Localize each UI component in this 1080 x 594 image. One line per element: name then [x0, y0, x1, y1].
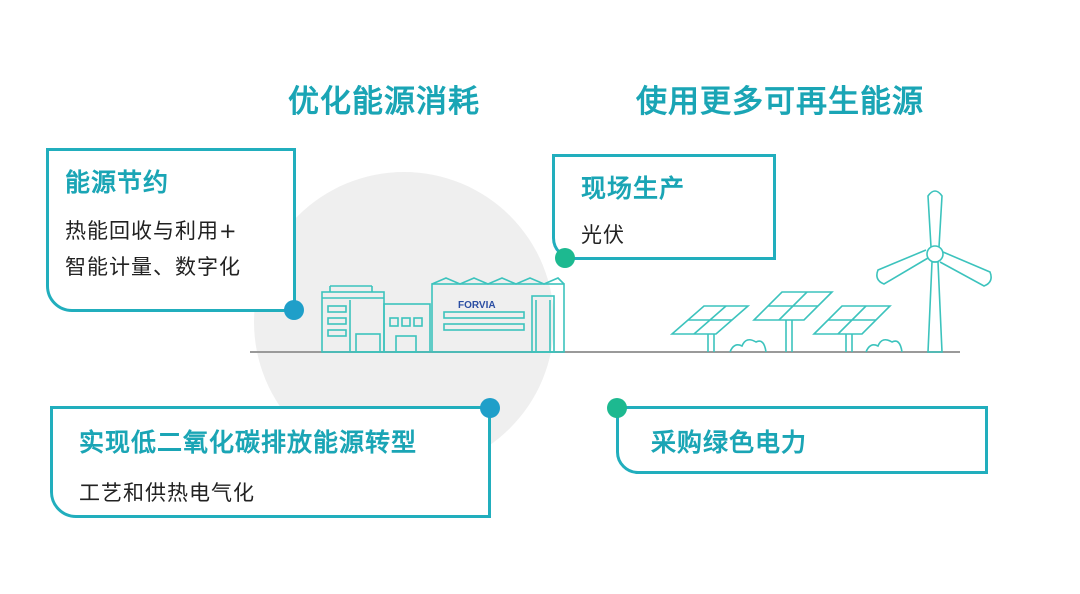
card-title: 实现低二氧化碳排放能源转型 — [79, 428, 418, 457]
bush-icon — [729, 338, 903, 353]
solar-panel-icon — [752, 291, 834, 352]
factory-sign: FORVIA — [458, 300, 496, 311]
card-line: 工艺和供热电气化 — [79, 481, 255, 505]
heading-renewable-energy: 使用更多可再生能源 — [636, 84, 924, 120]
connector-dot — [555, 248, 575, 268]
card-line: 热能回收与利用+ — [65, 219, 238, 243]
connector-dot — [607, 398, 627, 418]
card-onsite-production: 现场生产 光伏 — [552, 154, 776, 260]
card-title: 采购绿色电力 — [651, 428, 808, 457]
card-line: 智能计量、数字化 — [65, 255, 241, 279]
solar-panel-icon — [669, 305, 751, 352]
card-low-carbon-transition: 实现低二氧化碳排放能源转型 工艺和供热电气化 — [50, 406, 491, 518]
wind-turbine-icon — [876, 190, 992, 353]
card-green-power: 采购绿色电力 — [616, 406, 988, 474]
card-line: 光伏 — [581, 223, 625, 247]
factory-icon — [321, 277, 565, 353]
heading-optimize-energy: 优化能源消耗 — [288, 84, 480, 120]
connector-dot — [480, 398, 500, 418]
solar-panel-icon — [812, 305, 892, 352]
card-title: 现场生产 — [581, 174, 686, 203]
card-title: 能源节约 — [65, 168, 170, 197]
connector-dot — [284, 300, 304, 320]
card-energy-saving: 能源节约 热能回收与利用+ 智能计量、数字化 — [46, 148, 296, 312]
